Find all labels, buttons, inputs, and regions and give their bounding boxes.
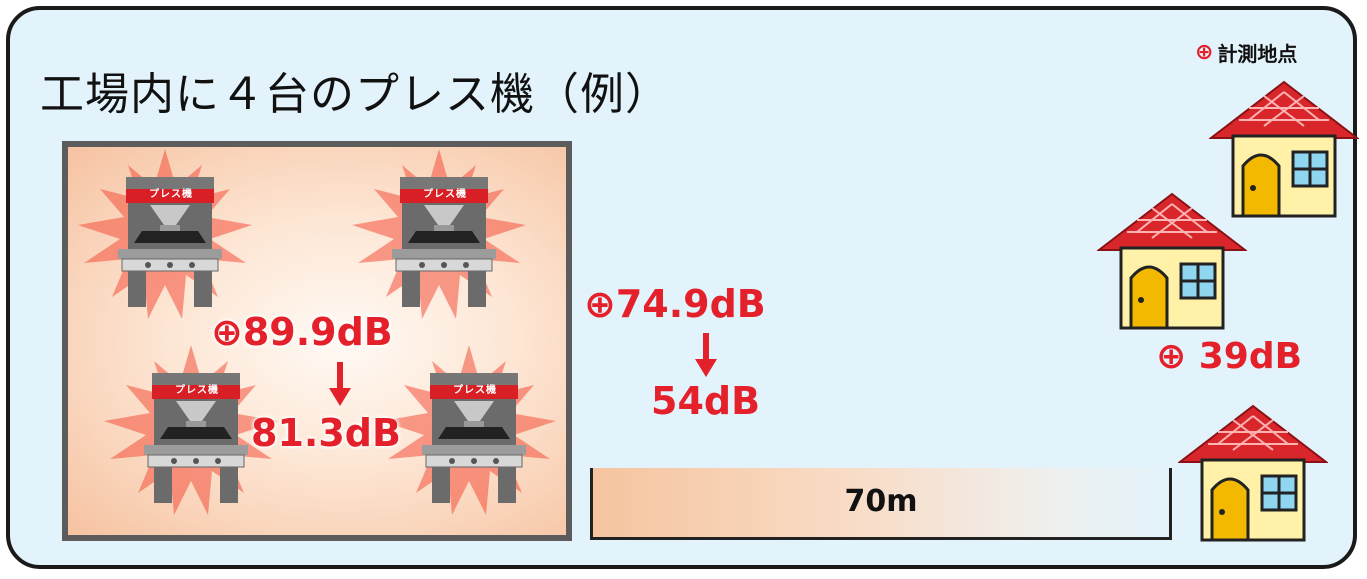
press-label: プレス機 <box>453 385 497 396</box>
press-machine-icon <box>78 149 252 319</box>
press-machine-2: プレス機 <box>344 147 534 327</box>
legend-label: 計測地点 <box>1217 42 1298 66</box>
down-arrow-icon <box>695 333 717 377</box>
press-machine-1: プレス機 <box>70 147 260 327</box>
factory-area: プレス機 プレス機 <box>62 141 572 541</box>
boundary-reading-after: 54dB <box>651 379 761 423</box>
press-label: プレス機 <box>149 189 193 200</box>
inside-reading-after: 81.3dB <box>251 411 401 455</box>
press-machine-3: プレス機 <box>96 343 286 523</box>
house-icon <box>1097 192 1247 330</box>
house-2 <box>1097 190 1247 330</box>
measurement-point-icon: ⊕ <box>584 282 616 326</box>
house-3 <box>1178 402 1328 542</box>
measurement-point-icon: ⊕ <box>1156 336 1187 377</box>
measurement-point-icon: ⊕ <box>211 310 243 354</box>
house-icon <box>1178 404 1328 542</box>
house-icon <box>1209 80 1359 218</box>
house-reading: ⊕ 39dB <box>1156 336 1302 377</box>
press-machine-4: プレス機 <box>374 343 564 523</box>
distance-bracket: 70m <box>590 468 1172 540</box>
house-1 <box>1209 78 1359 218</box>
press-machine-icon <box>104 345 278 515</box>
measurement-point-icon: ⊕ <box>1195 40 1214 65</box>
press-label: プレス機 <box>423 189 467 200</box>
press-label: プレス機 <box>175 385 219 396</box>
inside-reading-before: ⊕89.9dB <box>211 310 393 354</box>
boundary-before-value: 74.9dB <box>615 282 766 326</box>
house-reading-value: 39dB <box>1198 336 1303 377</box>
legend: ⊕ 計測地点 <box>1195 38 1297 67</box>
distance-label: 70m <box>844 484 918 519</box>
press-machine-icon <box>382 345 556 515</box>
press-machine-icon <box>352 149 526 319</box>
down-arrow-icon <box>329 362 351 406</box>
diagram-title: 工場内に４台のプレス機（例） <box>40 69 670 120</box>
inside-before-value: 89.9dB <box>242 310 393 354</box>
boundary-reading-before: ⊕74.9dB <box>584 282 766 326</box>
